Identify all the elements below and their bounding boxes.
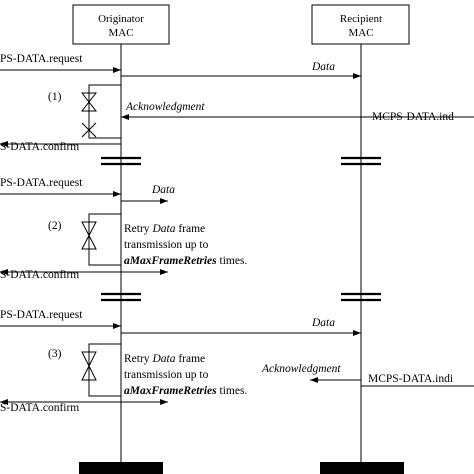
scenario-1: PS-DATA.request Data Acknowledgment MCPS… xyxy=(0,53,474,153)
request-label-2: PS-DATA.request xyxy=(0,177,83,189)
scenario-number-2: (2) xyxy=(48,220,62,232)
recipient-box: Recipient MAC xyxy=(311,4,410,45)
time-break-2 xyxy=(101,292,381,302)
confirm-label-1: S-DATA.confirm xyxy=(0,141,79,153)
cross-icon-1 xyxy=(81,122,97,138)
request-label-1: PS-DATA.request xyxy=(0,53,83,65)
retry-line1-3: Retry Data frame xyxy=(124,353,205,365)
time-break-1 xyxy=(101,156,381,166)
retry-line3-3: aMaxFrameRetries times. xyxy=(124,385,247,397)
recipient-baseline xyxy=(320,462,404,474)
indication-label-1: MCPS-DATA.ind xyxy=(372,111,454,123)
indication-label-3: MCPS-DATA.indi xyxy=(368,373,453,385)
data-label-3: Data xyxy=(311,317,335,329)
hourglass-icon-1 xyxy=(80,92,98,112)
scenario-3: PS-DATA.request Data (3) Retry Data fram… xyxy=(0,309,474,414)
scenario-number-1: (1) xyxy=(48,91,62,103)
confirm-label-3: S-DATA.confirm xyxy=(0,402,79,414)
hourglass-icon-2 xyxy=(81,221,97,250)
retry-line3-2: aMaxFrameRetries times. xyxy=(124,255,247,267)
recipient-label-line1: Recipient xyxy=(340,13,382,25)
request-label-3: PS-DATA.request xyxy=(0,309,83,321)
retry-line2-2: transmission up to xyxy=(124,239,209,251)
ack-label-1: Acknowledgment xyxy=(125,101,205,113)
scenario-2: PS-DATA.request Data (2) Retry Data fram… xyxy=(0,177,247,281)
originator-baseline xyxy=(79,462,163,474)
timer-bracket-3 xyxy=(88,343,121,397)
originator-box: Originator MAC xyxy=(72,4,170,45)
confirm-label-2: S-DATA.confirm xyxy=(0,269,79,281)
data-label-1: Data xyxy=(311,61,335,73)
hourglass-icon-3 xyxy=(81,351,97,381)
recipient-label-line2: MAC xyxy=(348,27,373,39)
scenario-number-3: (3) xyxy=(48,348,62,360)
timer-bracket-2 xyxy=(88,213,121,266)
originator-label-line2: MAC xyxy=(108,27,133,39)
data-label-2: Data xyxy=(151,184,175,196)
originator-label-line1: Originator xyxy=(98,13,144,25)
retry-line2-3: transmission up to xyxy=(124,369,209,381)
ack-label-3: Acknowledgment xyxy=(261,363,341,375)
retry-line1-2: Retry Data frame xyxy=(124,223,205,235)
